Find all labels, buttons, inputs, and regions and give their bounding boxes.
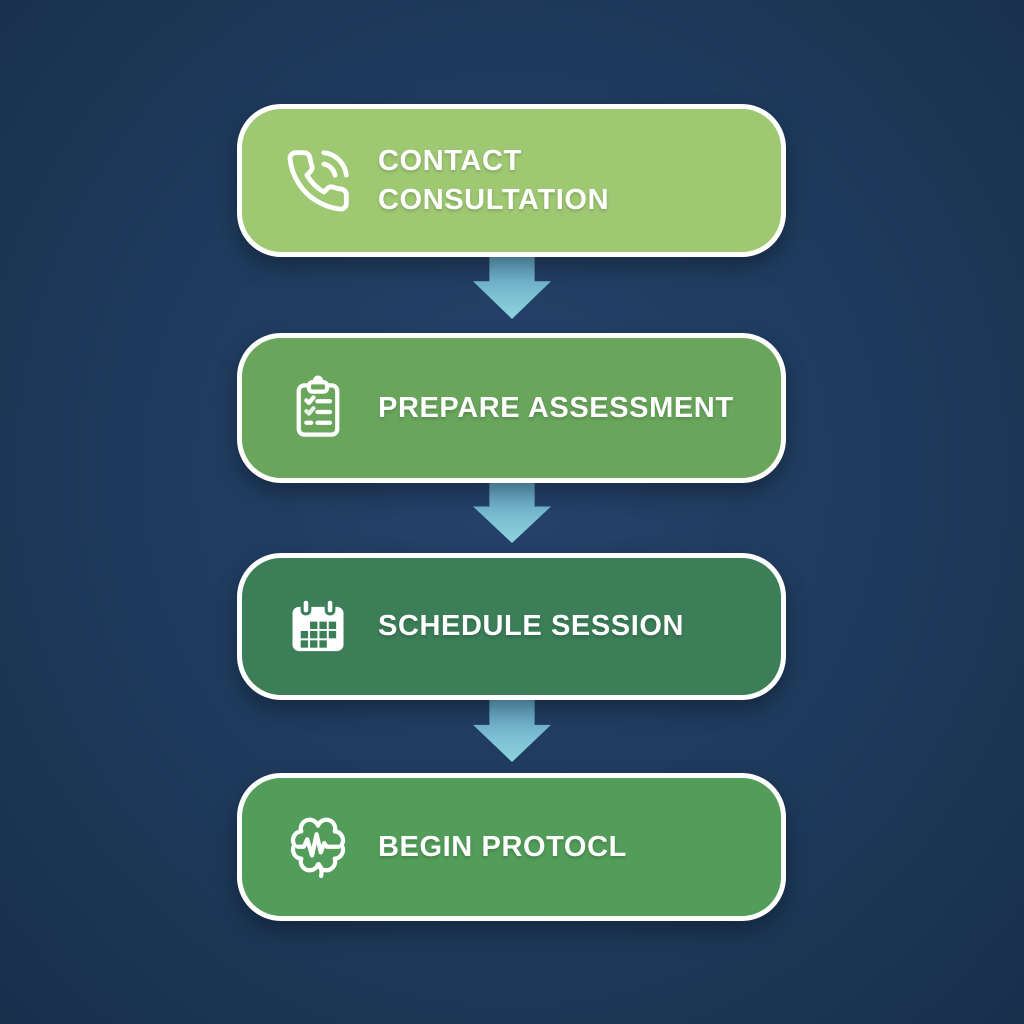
step-label: BEGIN PROTOCL [378,830,627,863]
step-label: CONTACT CONSULTATION [378,142,609,219]
step-box-begin-protocol: BEGIN PROTOCL [237,773,786,921]
step-box-contact-consultation: CONTACT CONSULTATION [237,104,786,257]
step-label-line-1: CONTACT [378,145,522,178]
clipboard-checklist-icon [284,374,352,442]
step-box-schedule-session: SCHEDULE SESSION [237,553,786,700]
down-arrow [473,698,551,762]
step-label-line-2: CONSULTATION [378,183,610,216]
down-arrow [473,254,551,319]
step-box-prepare-assessment: PREPARE ASSESSMENT [237,333,786,483]
step-label: PREPARE ASSESSMENT [378,391,734,424]
brain-activity-icon [284,813,352,881]
down-arrow [473,480,551,543]
phone-call-icon [284,147,352,215]
step-label: SCHEDULE SESSION [378,610,685,643]
calendar-icon [284,593,352,661]
